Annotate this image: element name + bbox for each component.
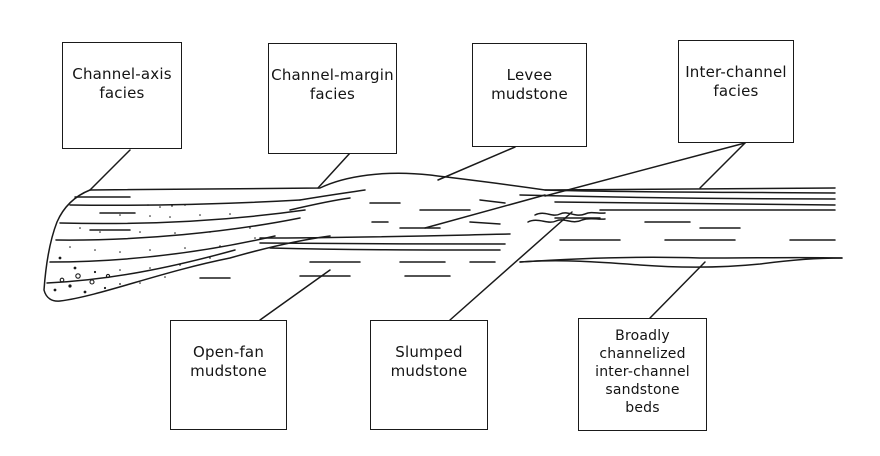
label-channel-margin: Channel-margin facies [268, 43, 397, 154]
label-inter-channel: Inter-channel facies [678, 40, 794, 143]
channel-base-outline [43, 189, 331, 302]
leader-slump-top [424, 194, 546, 229]
label-slumped: Slumped mudstone [370, 320, 488, 430]
leader-levee [437, 146, 516, 181]
label-channel-axis: Channel-axis facies [62, 42, 182, 149]
label-slumped-text: Slumped mudstone [390, 343, 468, 380]
leader-inter-channel-2 [699, 142, 746, 189]
channel-layer-1 [69, 199, 301, 207]
channel-layer-4 [49, 235, 276, 263]
slump-fold [534, 211, 606, 216]
label-levee-mudstone: Levee mudstone [472, 43, 587, 147]
inter-channel-layer [544, 189, 836, 194]
channelized-bed [519, 257, 843, 268]
leader-channel-axis [89, 149, 131, 191]
label-open-fan-text: Open-fan mudstone [190, 343, 267, 380]
top-surface-line [89, 172, 836, 191]
label-broadly-channelized-text: Broadly channelized inter-channel sandst… [595, 328, 690, 416]
label-channel-axis-text: Channel-axis facies [72, 65, 172, 102]
label-broadly-channelized: Broadly channelized inter-channel sandst… [578, 318, 707, 431]
leader-broadly-channelized [649, 261, 706, 319]
channel-layer-2 [59, 209, 306, 225]
levee-layer [299, 189, 366, 201]
open-fan-layer [259, 233, 511, 239]
levee-dash [469, 221, 501, 225]
label-levee-mudstone-text: Levee mudstone [491, 66, 568, 103]
label-inter-channel-text: Inter-channel facies [685, 63, 787, 100]
leader-channel-margin [317, 152, 351, 189]
label-channel-margin-text: Channel-margin facies [271, 66, 394, 103]
label-open-fan: Open-fan mudstone [170, 320, 287, 430]
inter-channel-layer [519, 194, 836, 200]
channel-layer-5 [46, 249, 236, 284]
open-fan-layer [259, 242, 506, 245]
levee-dash [479, 199, 506, 204]
leader-slumped [449, 211, 573, 321]
channel-layer-3 [55, 217, 301, 241]
leader-inter-channel-1 [544, 142, 746, 197]
slump-fold [527, 217, 606, 223]
open-fan-layer [269, 247, 501, 251]
inter-channel-layer [554, 201, 836, 206]
levee-layer [289, 197, 351, 211]
channelized-bed [519, 256, 843, 263]
leader-open-fan [259, 269, 331, 321]
